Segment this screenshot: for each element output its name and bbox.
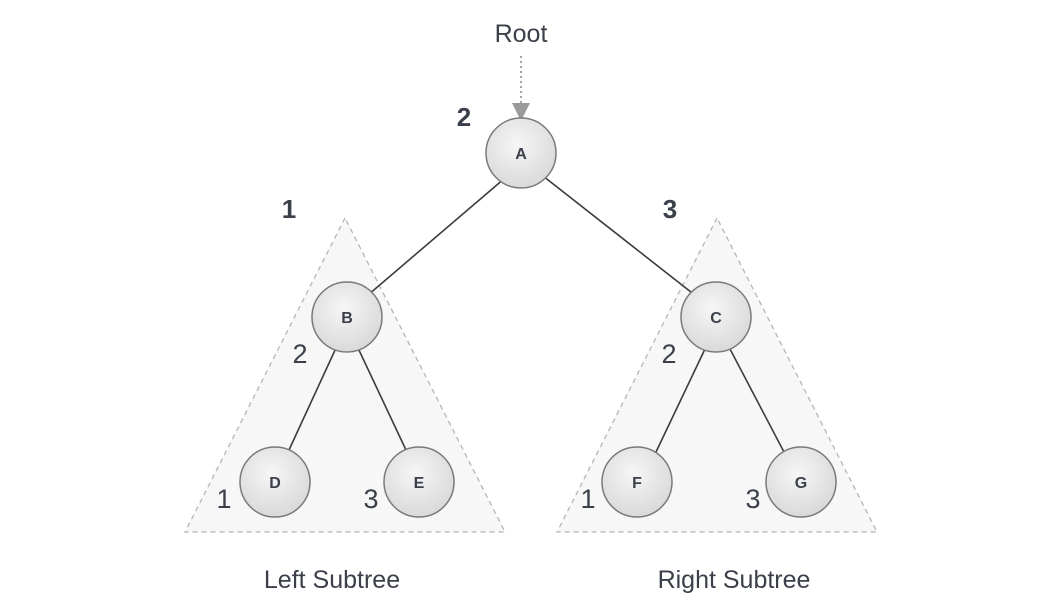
left-subtree-region xyxy=(183,216,507,533)
order-node-f: 1 xyxy=(580,484,595,514)
node-e-label: E xyxy=(414,475,425,492)
node-b: B xyxy=(311,281,383,353)
order-node-d: 1 xyxy=(216,484,231,514)
edge-a-c xyxy=(542,175,697,297)
order-left-subtree: 1 xyxy=(282,194,296,224)
node-c: C xyxy=(680,281,752,353)
root-label: Root xyxy=(495,20,548,48)
node-f: F xyxy=(601,446,673,518)
node-b-label: B xyxy=(341,310,353,327)
order-right-subtree: 3 xyxy=(663,194,677,224)
order-node-e: 3 xyxy=(363,484,378,514)
edge-a-b xyxy=(367,177,506,296)
order-node-b: 2 xyxy=(292,339,307,369)
edge-b-d xyxy=(288,347,337,451)
left-subtree-caption: Left Subtree xyxy=(264,566,400,594)
node-g-label: G xyxy=(795,475,807,492)
node-a-label: A xyxy=(515,146,527,163)
node-e: E xyxy=(383,446,455,518)
node-a: A xyxy=(485,117,557,189)
node-c-label: C xyxy=(710,310,722,327)
node-f-label: F xyxy=(632,475,642,492)
edge-b-e xyxy=(357,347,407,451)
order-node-g: 3 xyxy=(745,484,760,514)
edge-c-g xyxy=(729,348,785,453)
edge-c-f xyxy=(655,348,706,453)
node-d: D xyxy=(239,446,311,518)
order-node-a: 2 xyxy=(457,102,471,132)
node-g: G xyxy=(765,446,837,518)
node-d-label: D xyxy=(269,475,281,492)
order-node-c: 2 xyxy=(661,339,676,369)
right-subtree-caption: Right Subtree xyxy=(658,566,811,594)
